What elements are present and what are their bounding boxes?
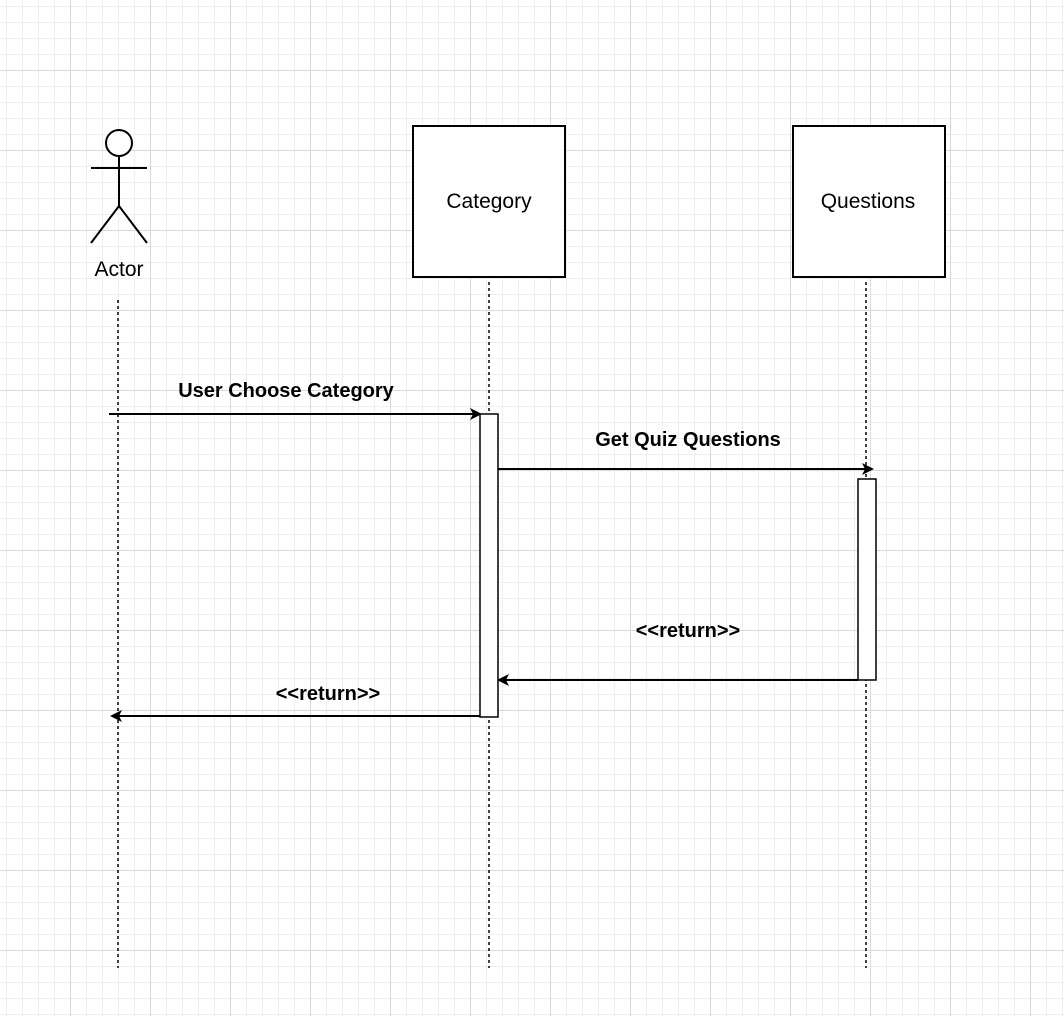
message-label-return-to-actor: <<return>> — [276, 683, 381, 705]
participant-category-label: Category — [446, 190, 532, 213]
actor-icon[interactable] — [90, 129, 148, 244]
message-label-user-choose-category: User Choose Category — [178, 380, 394, 402]
participant-questions[interactable]: Questions — [792, 125, 946, 278]
participant-category[interactable]: Category — [412, 125, 566, 278]
questions-activation-bar[interactable] — [857, 478, 877, 681]
participant-questions-label: Questions — [821, 190, 916, 213]
actor-label: Actor — [94, 258, 143, 281]
message-label-get-quiz-questions: Get Quiz Questions — [595, 429, 781, 451]
category-activation-bar[interactable] — [479, 413, 499, 718]
message-label-return-to-category: <<return>> — [636, 620, 741, 642]
